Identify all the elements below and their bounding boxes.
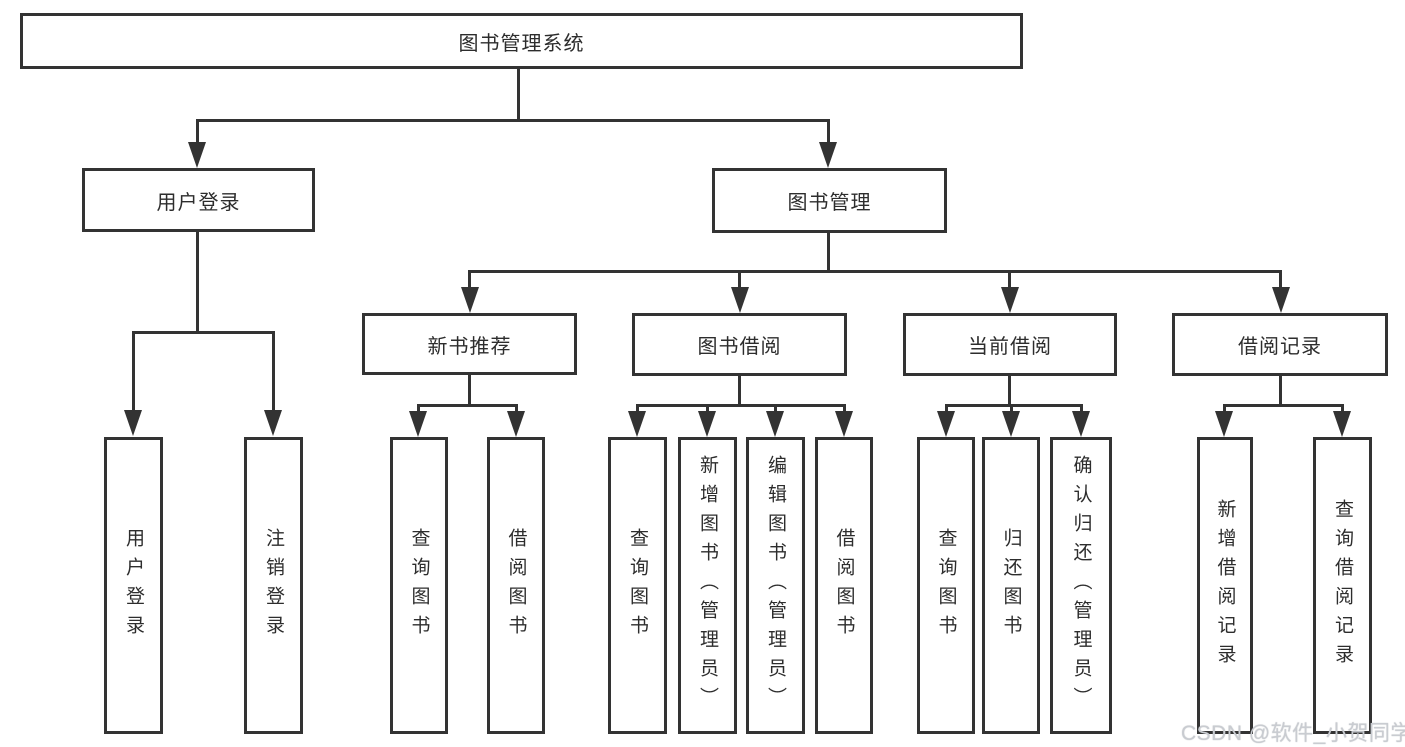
connector-vline: [738, 376, 741, 406]
connector-hline: [945, 404, 1083, 407]
connector-hline: [468, 270, 1282, 273]
arrow-down-icon: [766, 411, 784, 437]
connector-vline: [706, 404, 709, 413]
leaf-query-books-recommend: 查询图书: [390, 437, 448, 734]
connector-vline: [1279, 270, 1282, 289]
csdn-watermark: CSDN @软件_小贺同学: [1181, 722, 1405, 745]
node-user-login: 用户登录: [82, 168, 315, 232]
arrow-down-icon: [1072, 411, 1090, 437]
leaf-edit-book-admin: 编辑图书（管理员）: [746, 437, 805, 734]
arrow-down-icon: [124, 410, 142, 436]
arrow-down-icon: [264, 410, 282, 436]
connector-hline: [1223, 404, 1344, 407]
arrow-down-icon: [628, 411, 646, 437]
leaf-add-borrow-record: 新增借阅记录: [1197, 437, 1253, 734]
leaf-borrow-books-borrowing: 借阅图书: [815, 437, 873, 734]
connector-vline: [1008, 270, 1011, 289]
leaf-logout: 注销登录: [244, 437, 303, 734]
connector-vline: [738, 270, 741, 289]
arrow-down-icon: [835, 411, 853, 437]
leaf-user-login: 用户登录: [104, 437, 163, 734]
connector-vline: [1010, 404, 1013, 413]
arrow-down-icon: [1333, 411, 1351, 437]
connector-vline: [132, 331, 135, 410]
connector-vline: [272, 331, 275, 410]
leaf-query-books-borrowing: 查询图书: [608, 437, 667, 734]
connector-vline: [417, 404, 420, 413]
arrow-down-icon: [1215, 411, 1233, 437]
connector-hline: [196, 119, 830, 122]
arrow-down-icon: [1272, 287, 1290, 313]
connector-hline: [636, 404, 846, 407]
arrow-down-icon: [731, 287, 749, 313]
leaf-return-books: 归还图书: [982, 437, 1040, 734]
node-current-borrowing: 当前借阅: [903, 313, 1117, 376]
node-new-book-recommend: 新书推荐: [362, 313, 577, 375]
connector-vline: [827, 233, 830, 272]
arrow-down-icon: [937, 411, 955, 437]
connector-vline: [515, 404, 518, 413]
connector-vline: [1223, 404, 1226, 413]
leaf-confirm-return-admin: 确认归还（管理员）: [1050, 437, 1112, 734]
arrow-down-icon: [819, 142, 837, 168]
node-borrowing-records: 借阅记录: [1172, 313, 1388, 376]
connector-vline: [468, 270, 471, 289]
connector-hline: [417, 404, 518, 407]
arrow-down-icon: [507, 411, 525, 437]
node-book-borrowing: 图书借阅: [632, 313, 847, 376]
arrow-down-icon: [409, 411, 427, 437]
connector-vline: [196, 119, 199, 145]
connector-vline: [843, 404, 846, 413]
arrow-down-icon: [461, 287, 479, 313]
arrow-down-icon: [1002, 411, 1020, 437]
connector-vline: [517, 69, 520, 121]
leaf-query-borrow-record: 查询借阅记录: [1313, 437, 1372, 734]
connector-vline: [196, 232, 199, 334]
connector-vline: [468, 375, 471, 406]
connector-vline: [1279, 376, 1282, 406]
connector-vline: [945, 404, 948, 413]
connector-vline: [827, 119, 830, 145]
leaf-add-book-admin: 新增图书（管理员）: [678, 437, 737, 734]
arrow-down-icon: [698, 411, 716, 437]
leaf-borrow-books-recommend: 借阅图书: [487, 437, 545, 734]
node-book-management: 图书管理: [712, 168, 947, 233]
arrow-down-icon: [1001, 287, 1019, 313]
leaf-query-books-current: 查询图书: [917, 437, 975, 734]
connector-hline: [132, 331, 275, 334]
arrow-down-icon: [188, 142, 206, 168]
connector-vline: [1008, 376, 1011, 406]
connector-vline: [1341, 404, 1344, 413]
connector-vline: [636, 404, 639, 413]
connector-vline: [774, 404, 777, 413]
connector-vline: [1080, 404, 1083, 413]
node-root: 图书管理系统: [20, 13, 1023, 69]
